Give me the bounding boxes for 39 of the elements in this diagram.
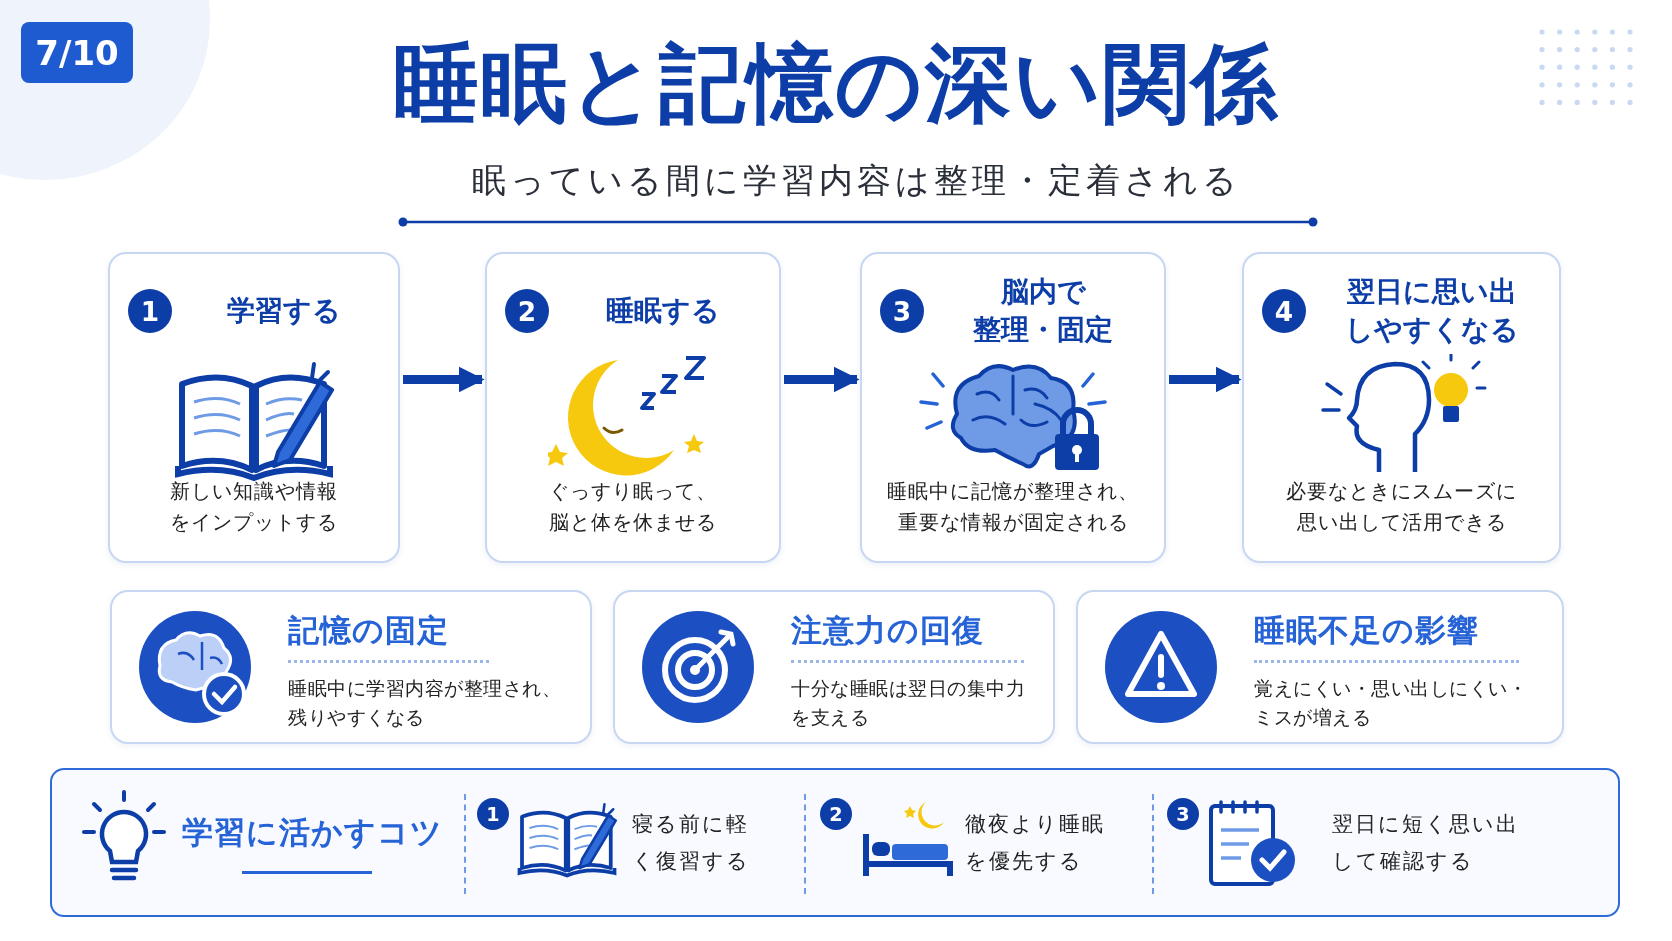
step-card (108, 252, 400, 563)
tip-number: 1 (477, 798, 509, 830)
info-description: 睡眠中に学習内容が整理され、残りやすくなる (288, 676, 562, 730)
step-heading: 翌日に思い出しやすくなる (1343, 274, 1520, 348)
info-card (613, 590, 1055, 744)
flow-arrow (784, 366, 860, 393)
tips-panel (50, 768, 1620, 917)
flow-arrow (403, 366, 485, 393)
step-number: 1 (128, 289, 172, 333)
step-description: 必要なときにスムーズに思い出して活用できる (1285, 478, 1518, 536)
step-number: 3 (880, 289, 924, 333)
flow-arrow (1169, 366, 1242, 393)
step-description: 新しい知識や情報をインプットする (169, 478, 339, 536)
info-description: 十分な睡眠は翌日の集中力を支える (791, 676, 1026, 730)
info-description: 覚えにくい・思い出しにくい・ミスが増える (1254, 676, 1528, 730)
tip-text: 翌日に短く思い出して確認する (1332, 811, 1520, 875)
step-description: 睡眠中に記憶が整理され、重要な情報が固定される (886, 478, 1140, 536)
info-card (1076, 590, 1564, 744)
step-number: 2 (505, 289, 549, 333)
info-heading: 睡眠不足の影響 (1254, 610, 1519, 663)
step-card (485, 252, 781, 563)
step-heading: 学習する (226, 293, 342, 330)
step-number: 4 (1262, 289, 1306, 333)
tip-text: 寝る前に軽く復習する (632, 811, 751, 875)
info-card (110, 590, 592, 744)
info-heading: 記憶の固定 (288, 610, 489, 663)
subtitle: 眠っている間に学習内容は整理・定着される (470, 159, 1242, 202)
step-card (1242, 252, 1561, 563)
step-description: ぐっすり眠って、脳と体を休ませる (548, 478, 718, 536)
title: 睡眠と記憶の深い関係 (392, 36, 1280, 131)
step-heading: 脳内で整理・固定 (972, 274, 1114, 348)
step-card (860, 252, 1166, 563)
panel-heading: 学習に活かすコツ (182, 813, 443, 852)
page-number-badge: 7/10 (21, 22, 133, 83)
info-heading: 注意力の回復 (791, 610, 1024, 663)
tip-number: 2 (820, 798, 852, 830)
step-heading: 睡眠する (605, 293, 721, 330)
tip-text: 徹夜より睡眠を優先する (965, 811, 1106, 875)
tip-number: 3 (1167, 798, 1199, 830)
